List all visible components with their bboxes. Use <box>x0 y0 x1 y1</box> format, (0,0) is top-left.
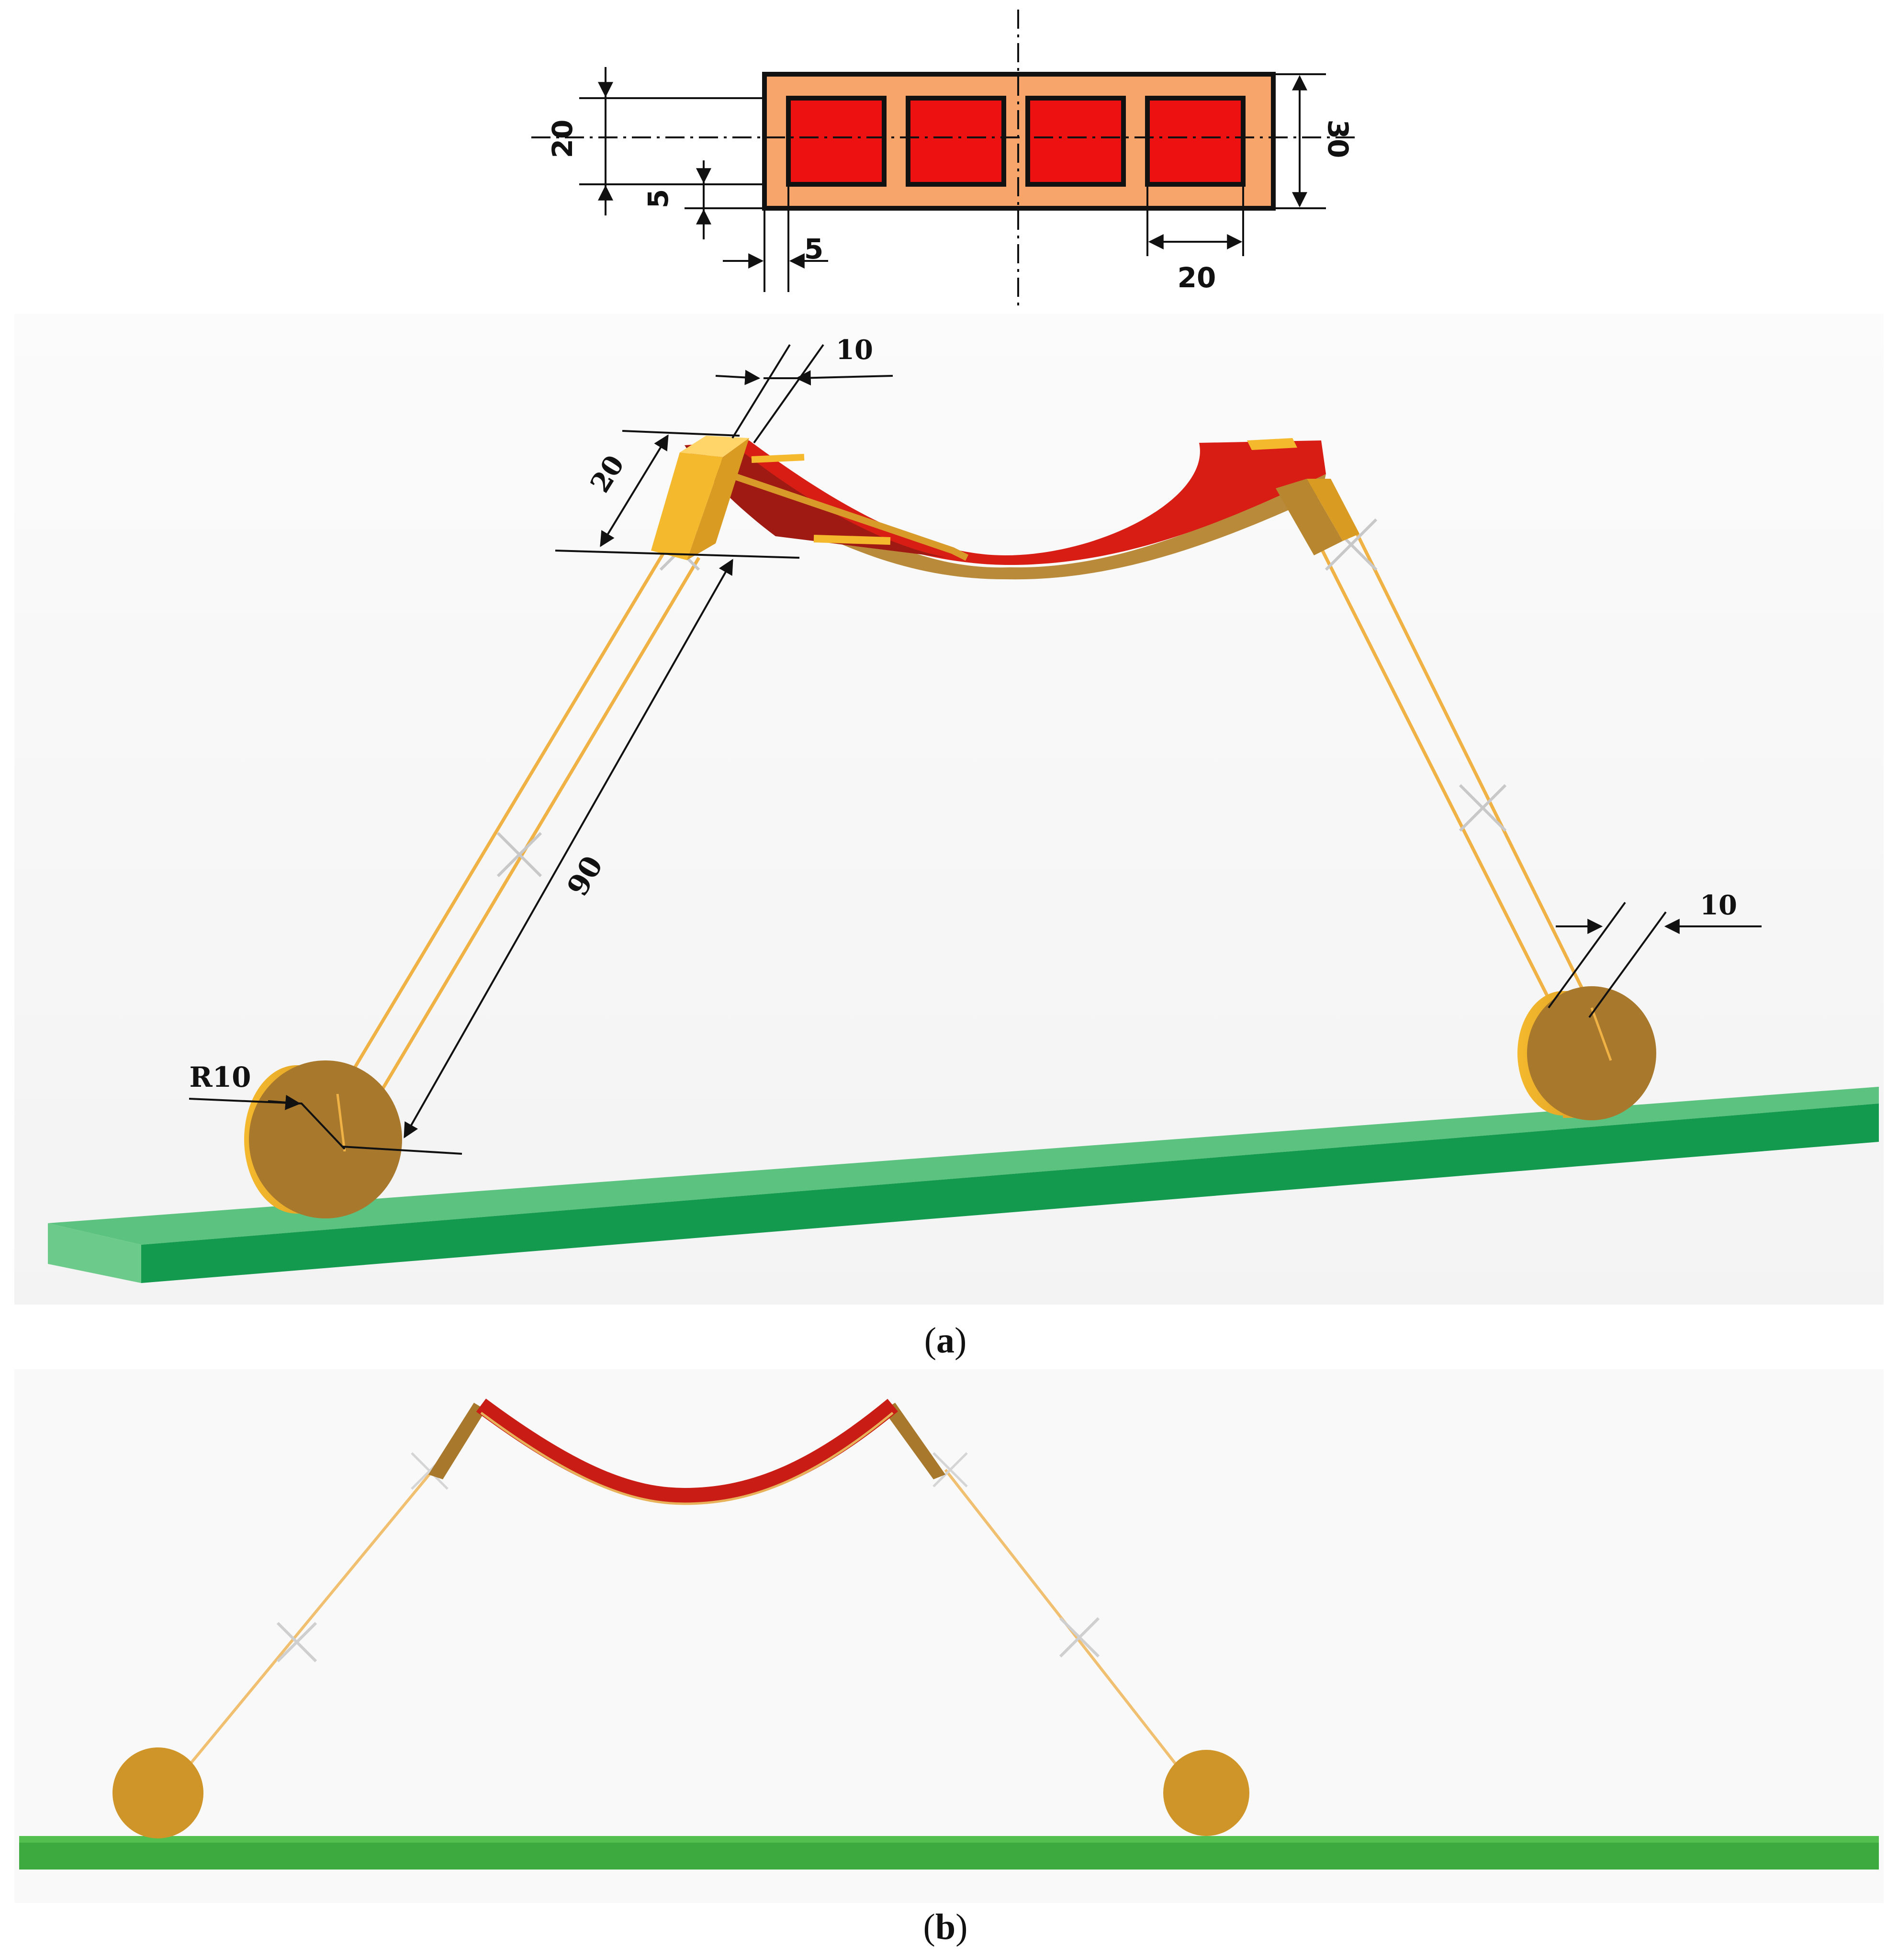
dim-rod-spacing-right: 10 <box>1548 890 1762 1018</box>
dim-label-wheel-radius: R10 <box>190 1061 251 1093</box>
dim-label-post-thickness-left: 10 <box>836 334 873 366</box>
dim-wall-thickness-vertical: 5 <box>642 160 764 239</box>
dim-inner-height: 20 <box>546 67 764 215</box>
left-wheel-a <box>244 1060 402 1218</box>
panel-b-background <box>14 1369 1884 1903</box>
dim-label-wall-horizontal: 5 <box>804 233 823 265</box>
right-post-b <box>883 1403 945 1479</box>
cross-section-drawing: 20 5 5 20 30 <box>531 10 1359 306</box>
right-wheel-b <box>1163 1750 1249 1836</box>
left-post-a <box>651 436 749 560</box>
left-rod-b <box>159 1469 435 1801</box>
dim-label-wall-vertical: 5 <box>642 189 674 208</box>
inner-cell-2 <box>906 96 1006 187</box>
panel-b <box>14 1369 1884 1903</box>
caption-b: (b) <box>923 1907 968 1947</box>
dim-post-thickness-left: 10 <box>715 334 893 444</box>
inner-cell-1 <box>786 96 887 187</box>
dim-outer-height: 30 <box>1273 73 1354 209</box>
caption-letter-b: b <box>935 1907 955 1947</box>
dim-cell-width: 20 <box>1146 187 1244 294</box>
svg-text:(b): (b) <box>923 1907 968 1947</box>
right-rod-b <box>944 1469 1205 1801</box>
dim-label-outer-height: 30 <box>1322 120 1354 158</box>
right-post-a <box>1247 438 1359 555</box>
left-post-b <box>428 1403 486 1479</box>
dim-label-inner-height: 20 <box>546 120 579 158</box>
panel-a: 10 20 90 R10 10 <box>14 314 1884 1305</box>
caption-a: (a) <box>924 1320 967 1361</box>
inner-cell-4 <box>1145 96 1246 187</box>
left-wheel-b <box>112 1747 203 1838</box>
caption-letter-a: a <box>936 1320 955 1361</box>
right-rod-back <box>1355 533 1594 1009</box>
dim-wheel-radius: R10 <box>189 1061 346 1150</box>
inner-cell-3 <box>1025 96 1126 187</box>
membrane-b <box>476 1398 898 1505</box>
dim-label-cell-width: 20 <box>1178 261 1216 294</box>
dim-label-rod-spacing-right: 10 <box>1700 890 1737 921</box>
dim-wall-thickness-horizontal: 5 <box>723 184 828 292</box>
right-wheel-a <box>1517 986 1656 1120</box>
svg-text:(a): (a) <box>924 1320 967 1361</box>
right-rod-front <box>1317 542 1560 1018</box>
ground-plank-a <box>48 1087 1879 1283</box>
